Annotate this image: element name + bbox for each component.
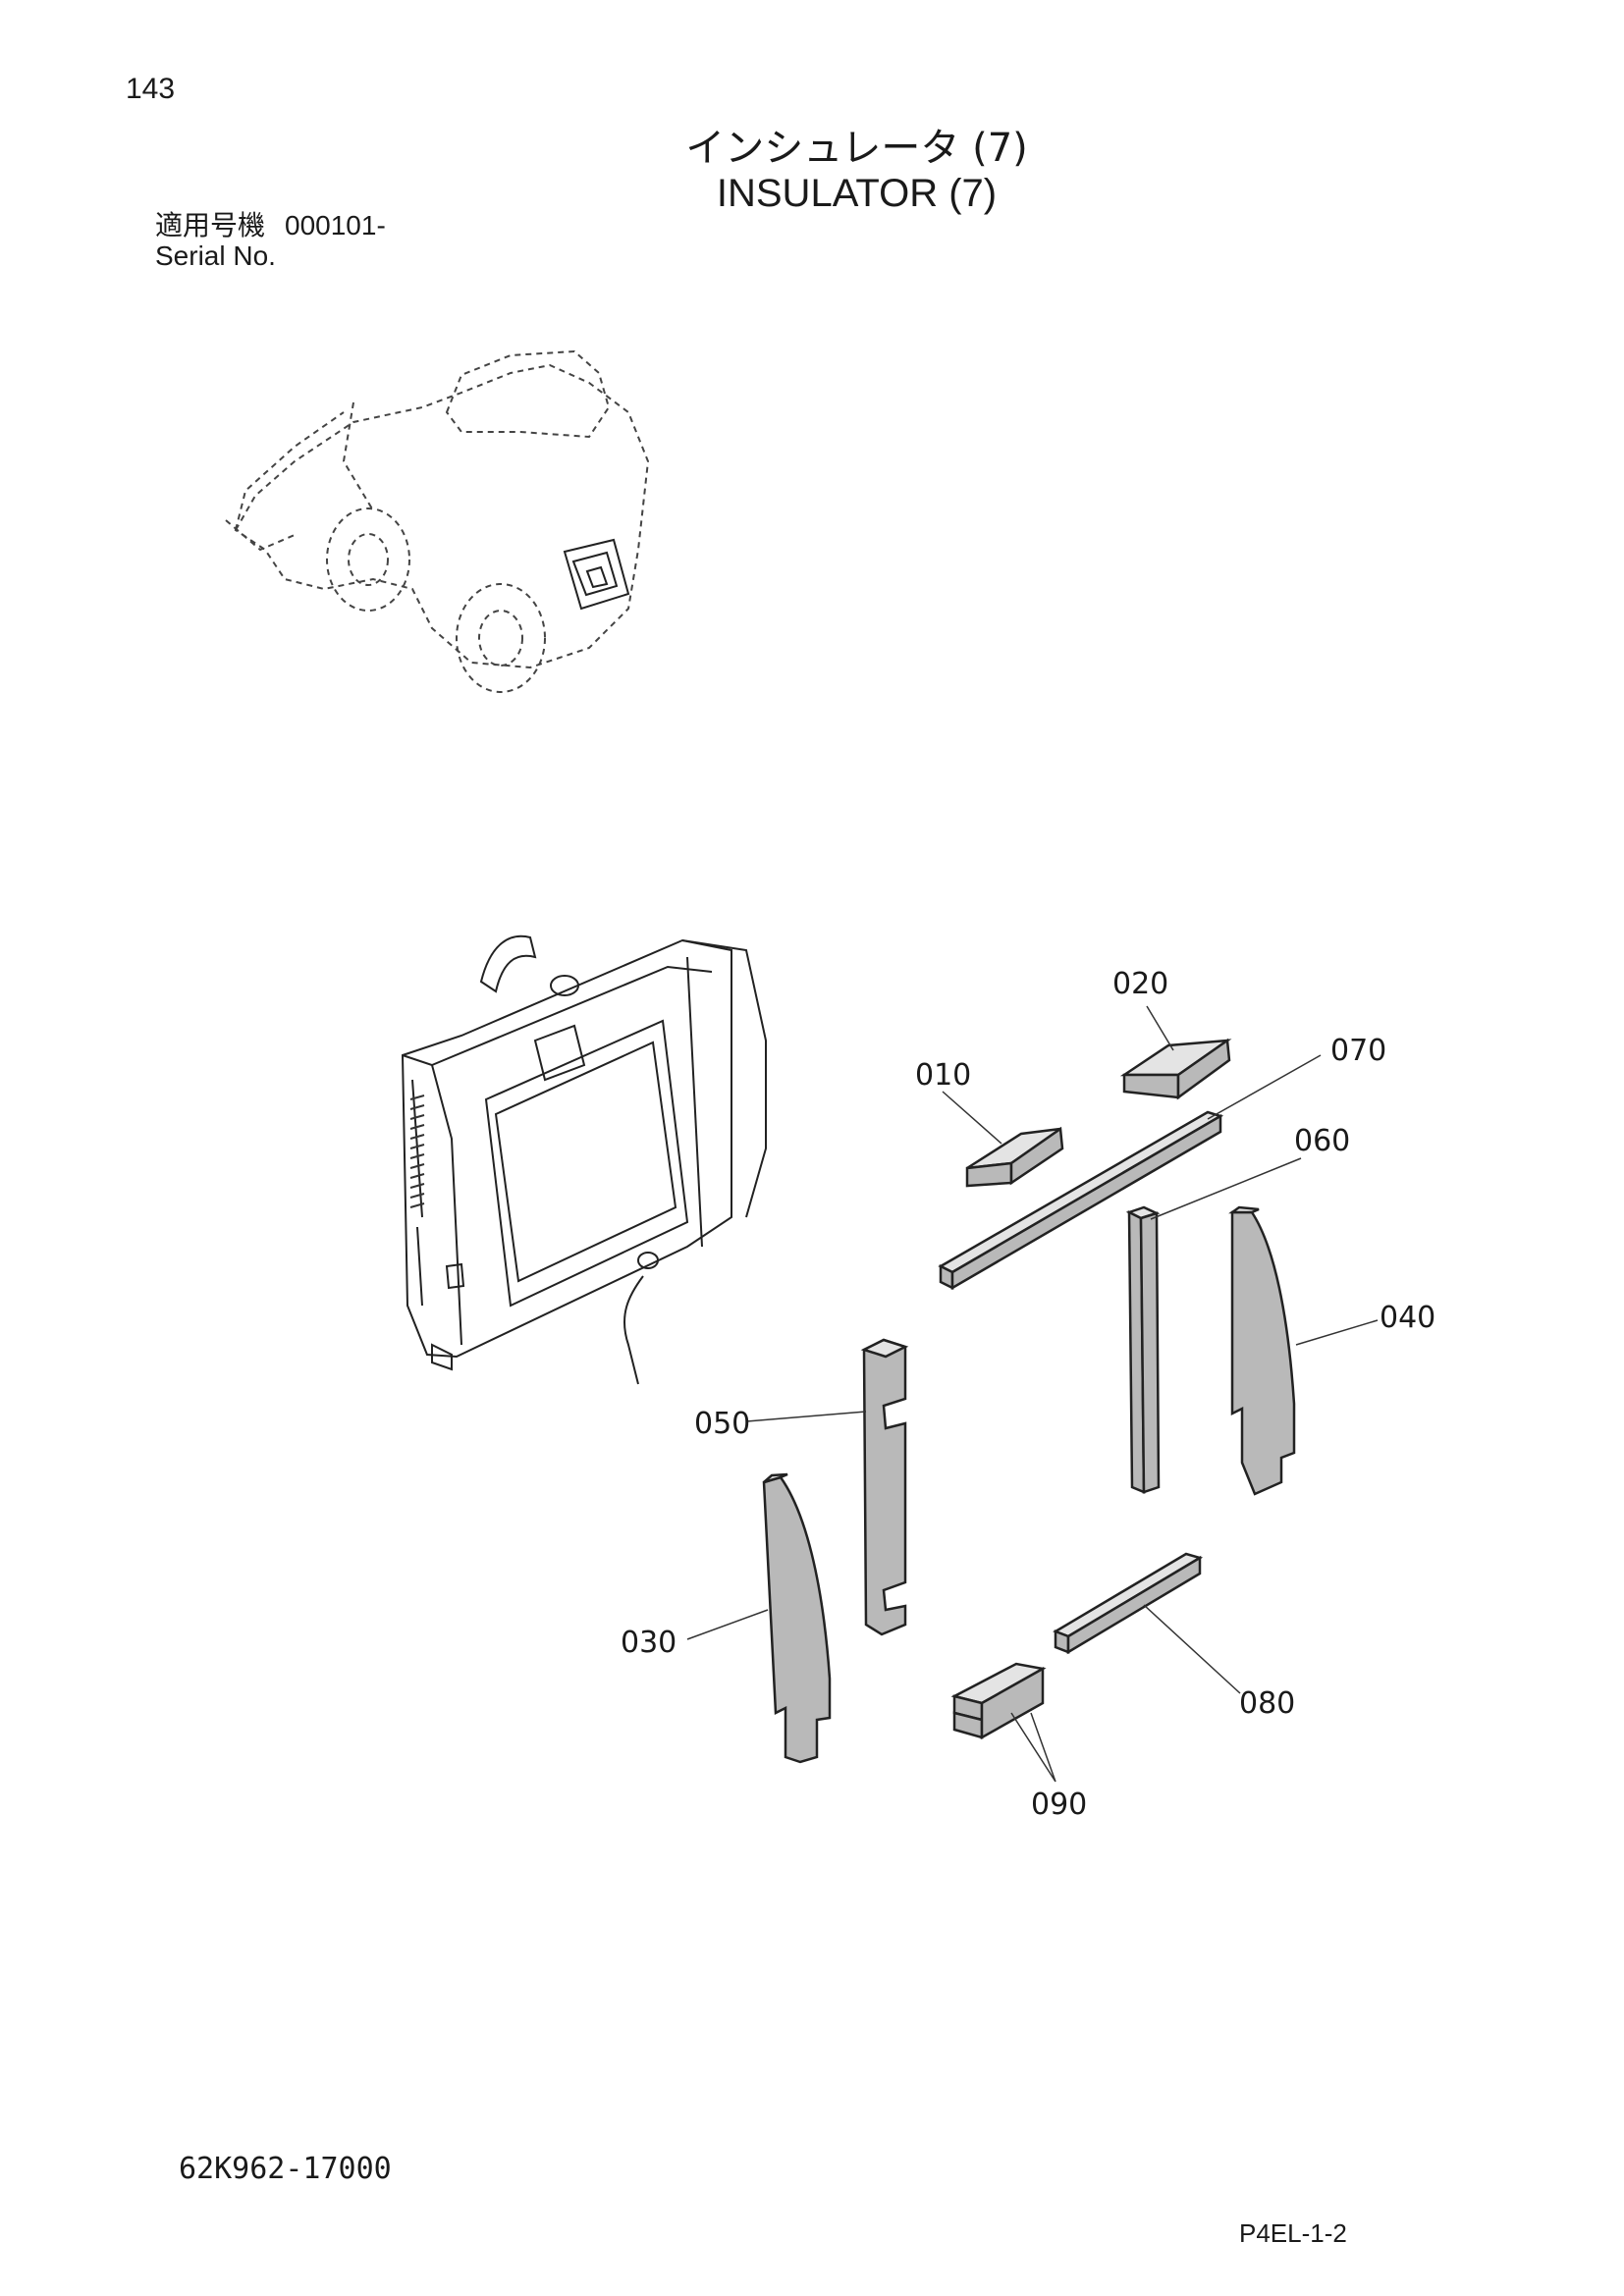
insulator-080	[1053, 1552, 1204, 1655]
insulator-070	[938, 1110, 1224, 1291]
serial-label-en: Serial No.	[155, 240, 276, 271]
serial-label-jp: 適用号機	[155, 209, 266, 241]
callout-070: 070	[1330, 1034, 1386, 1068]
insulator-020	[1119, 1038, 1232, 1100]
callout-060: 060	[1294, 1124, 1350, 1158]
machine-locator-illustration	[225, 349, 650, 693]
leader-lines	[686, 1005, 1379, 1783]
serial-value: 000101-	[285, 210, 386, 240]
callout-020: 020	[1112, 967, 1168, 1001]
cooling-unit-assembly	[401, 934, 767, 1385]
insulator-030	[762, 1472, 832, 1764]
insulator-060	[1125, 1205, 1161, 1494]
callout-090: 090	[1031, 1788, 1087, 1822]
serial-range: 適用号機 000101-	[155, 204, 386, 243]
callout-040: 040	[1380, 1301, 1435, 1335]
insulator-040	[1228, 1205, 1296, 1496]
insulator-010	[965, 1126, 1064, 1188]
drawing-number: 62K962-17000	[179, 2152, 392, 2186]
sheet-code: P4EL-1-2	[1239, 2218, 1347, 2248]
page-title-en: INSULATOR (7)	[716, 172, 998, 215]
insulator-050	[860, 1338, 909, 1636]
callout-050: 050	[694, 1407, 750, 1441]
insulator-090	[950, 1662, 1047, 1740]
callout-030: 030	[621, 1626, 677, 1660]
callout-080: 080	[1239, 1686, 1295, 1721]
page-title-jp: インシュレータ (7)	[685, 126, 1028, 171]
page-number: 143	[126, 73, 176, 105]
callout-010: 010	[915, 1058, 971, 1093]
